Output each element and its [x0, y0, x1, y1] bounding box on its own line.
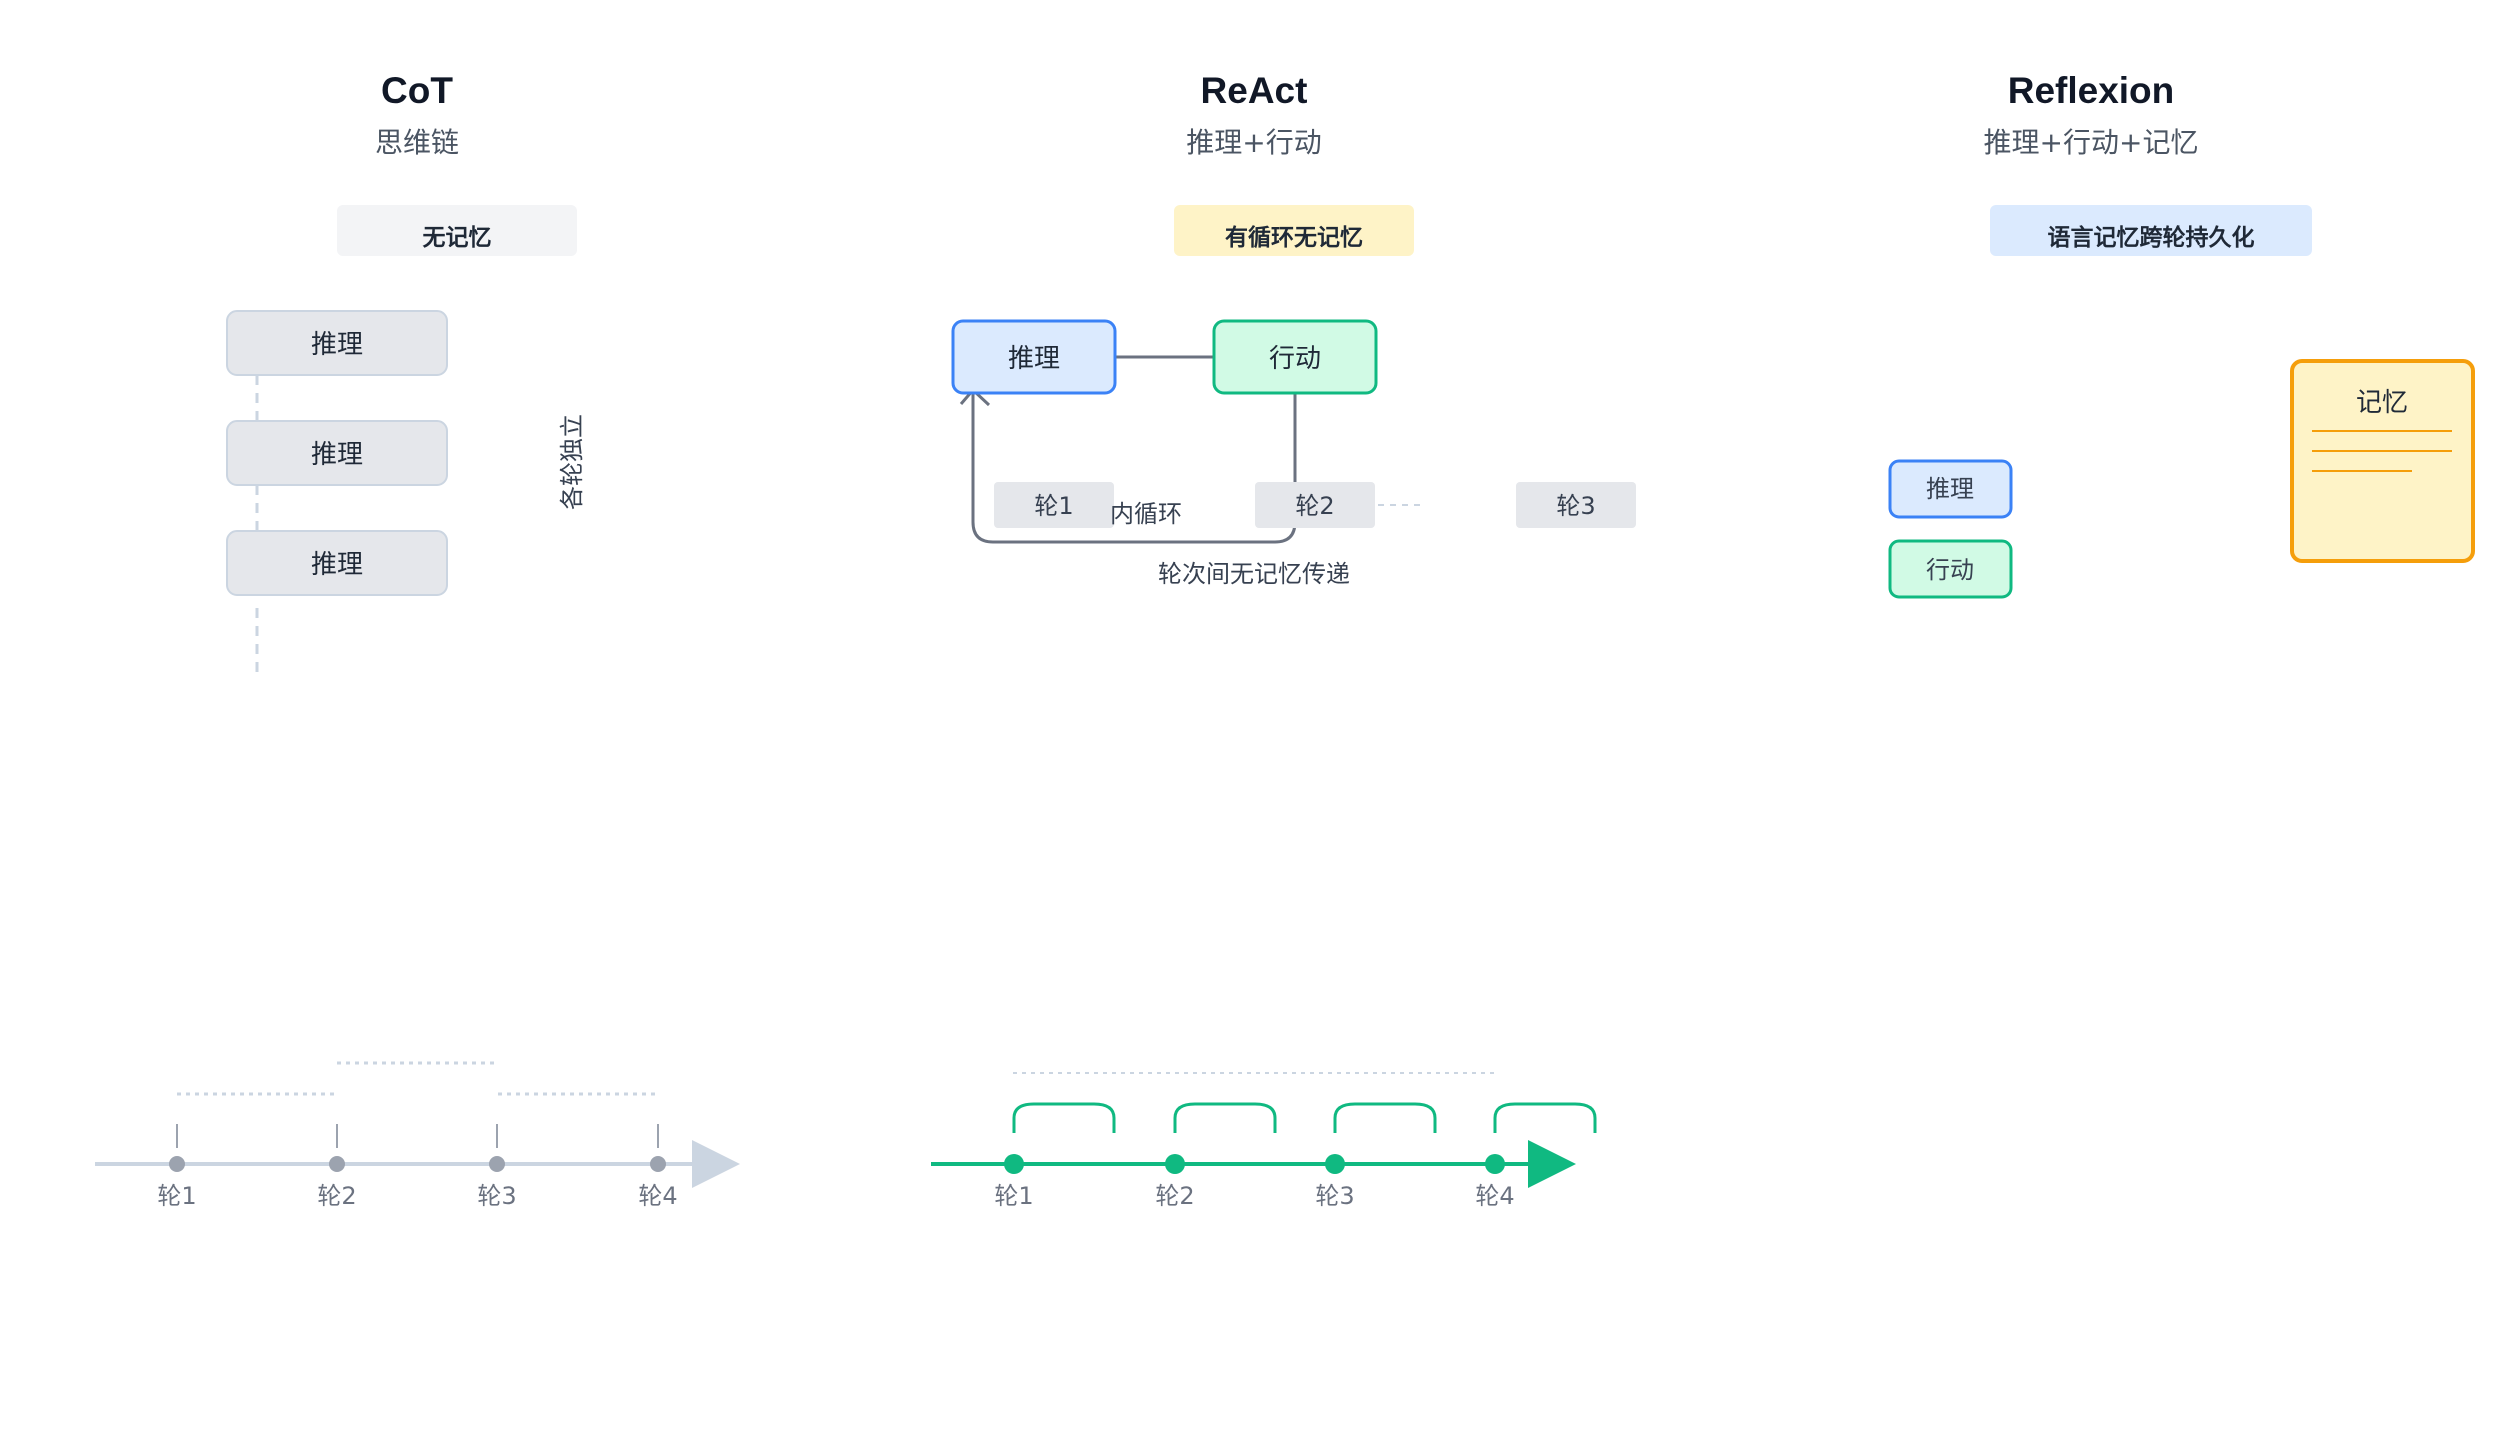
react-round-label: 轮3: [1556, 492, 1595, 520]
reflexion-act-box: 行动: [1888, 539, 2013, 599]
cot-timeline-label: 轮3: [477, 1182, 516, 1210]
reflexion-column: Reflexion 推理+行动+记忆 语言记忆跨轮持久化 推理 行动 记忆: [1888, 70, 2475, 599]
cot-step-box: 推理: [226, 530, 448, 596]
react-act-box: 行动: [1212, 319, 1378, 395]
cot-timeline-dot: [169, 1156, 185, 1172]
cot-timeline-label: 轮1: [157, 1182, 196, 1210]
react-round-label: 轮2: [1295, 492, 1334, 520]
cot-step-label: 推理: [311, 440, 363, 470]
react-timeline: 轮1 轮2 轮3 轮4: [931, 1072, 1597, 1210]
cot-timeline-label: 轮2: [317, 1182, 356, 1210]
react-timeline-dot: [1485, 1154, 1505, 1174]
react-inner-loop-label: 内循环: [1110, 500, 1182, 528]
react-timeline-label: 轮2: [1155, 1182, 1194, 1210]
react-act-label: 行动: [1269, 344, 1321, 374]
cot-step-label: 推理: [311, 550, 363, 580]
react-column: ReAct 推理+行动 有循环无记忆 推理 行动 轮1 轮2 轮3: [931, 70, 1636, 1210]
react-loop-arc: [1173, 1102, 1277, 1133]
react-title: ReAct: [1201, 70, 1308, 111]
react-round-chip: 轮2: [1255, 482, 1375, 528]
cot-step-box: 推理: [226, 310, 448, 376]
react-round-label: 轮1: [1034, 492, 1073, 520]
cot-side-note: 各轮独立: [558, 414, 586, 510]
react-badge: 有循环无记忆: [1174, 205, 1414, 256]
cot-step-box: 推理: [226, 420, 448, 486]
reflexion-badge-text: 语言记忆跨轮持久化: [2048, 224, 2255, 251]
react-timeline-dot: [1325, 1154, 1345, 1174]
react-loop-arrow: [971, 392, 1297, 544]
reflexion-act-label: 行动: [1926, 556, 1974, 584]
react-between-rounds-note: 轮次间无记忆传递: [1158, 560, 1350, 588]
react-round-chip: 轮3: [1516, 482, 1636, 528]
react-reason-box: 推理: [951, 319, 1117, 395]
react-loop-arc: [1012, 1102, 1116, 1133]
cot-timeline-dot: [650, 1156, 666, 1172]
react-timeline-dot: [1004, 1154, 1024, 1174]
reflexion-memory-label: 记忆: [2356, 388, 2408, 418]
reflexion-badge: 语言记忆跨轮持久化: [1990, 205, 2312, 256]
cot-timeline-dot: [329, 1156, 345, 1172]
react-timeline-dot: [1165, 1154, 1185, 1174]
react-timeline-label: 轮4: [1475, 1182, 1514, 1210]
reflexion-reason-box: 推理: [1888, 459, 2013, 519]
cot-badge-text: 无记忆: [423, 225, 492, 251]
cot-step-label: 推理: [311, 330, 363, 360]
reflexion-title: Reflexion: [2008, 70, 2175, 111]
cot-badge: 无记忆: [337, 205, 577, 256]
react-loop-arc: [1493, 1102, 1597, 1133]
reflexion-subtitle: 推理+行动+记忆: [1984, 126, 2199, 159]
cot-timeline-dot: [489, 1156, 505, 1172]
cot-timeline-label: 轮4: [638, 1182, 677, 1210]
react-round-chip: 轮1: [994, 482, 1114, 528]
react-timeline-label: 轮3: [1315, 1182, 1354, 1210]
cot-column: CoT 思维链 无记忆 推理 推理 推理 各轮独立: [95, 70, 740, 1210]
cot-timeline: 轮1 轮2 轮3 轮4: [95, 1061, 740, 1210]
cot-title: CoT: [381, 70, 453, 111]
react-timeline-label: 轮1: [994, 1182, 1033, 1210]
cot-subtitle: 思维链: [375, 126, 459, 159]
react-reason-label: 推理: [1008, 344, 1060, 374]
reflexion-memory-card: 记忆: [2290, 359, 2475, 563]
reflexion-reason-label: 推理: [1926, 475, 1974, 503]
react-subtitle: 推理+行动: [1186, 126, 1321, 159]
react-loop-arc: [1333, 1102, 1437, 1133]
react-badge-text: 有循环无记忆: [1225, 224, 1363, 251]
